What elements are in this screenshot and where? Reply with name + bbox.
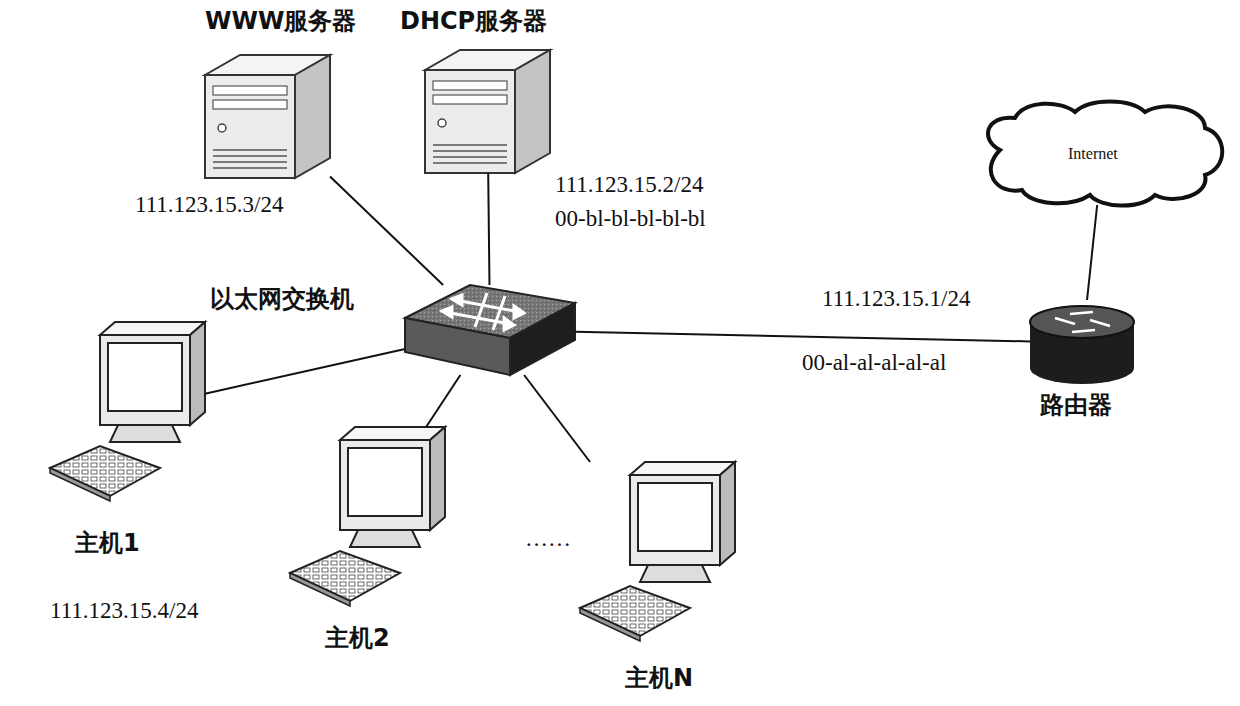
cloud-name: Internet: [1068, 145, 1118, 163]
switch-icon: [405, 285, 575, 375]
dhcp-server: DHCP服务器111.123.15.2/2400-bl-bl-bl-bl-bl: [425, 50, 550, 173]
network-link: [488, 173, 489, 285]
mac-address: 00-al-al-al-al-al: [800, 350, 948, 376]
internet-cloud: [988, 102, 1222, 206]
network-link: [1087, 205, 1097, 300]
www-server: WWW服务器111.123.15.3/24: [205, 55, 330, 178]
host: 主机N: [580, 462, 735, 640]
internet-cloud: Internet: [985, 105, 1220, 205]
host: 主机2: [290, 427, 445, 605]
network-link: [575, 332, 1030, 342]
server-name: DHCP服务器: [400, 8, 547, 36]
dhcp-server-icon: [425, 50, 550, 173]
mac-address: 00-bl-bl-bl-bl-bl: [555, 206, 706, 232]
host: 主机1111.123.15.4/24: [50, 322, 205, 500]
server-name: WWW服务器: [205, 8, 356, 36]
network-link: [524, 375, 590, 462]
network-link: [205, 349, 405, 394]
network-link: [426, 375, 460, 427]
host-name: 主机1: [75, 530, 140, 558]
hostn-icon: [580, 462, 735, 641]
router: 路由器111.123.15.1/2400-al-al-al-al-al: [1030, 300, 1135, 385]
network-link: [330, 176, 443, 285]
ip-address: 111.123.15.3/24: [135, 192, 283, 218]
ip-address: 111.123.15.2/24: [555, 172, 703, 198]
host-name: 主机2: [325, 625, 390, 653]
ethernet-switch: 以太网交换机: [405, 285, 575, 375]
ellipsis-label: ……: [525, 526, 571, 552]
host2-icon: [290, 427, 445, 606]
ip-address: 111.123.15.1/24: [820, 286, 972, 312]
host1-icon: [50, 322, 205, 501]
router-name: 路由器: [1040, 392, 1112, 420]
ip-address: 111.123.15.4/24: [50, 598, 198, 624]
host-name: 主机N: [625, 665, 693, 693]
www-server-icon: [205, 55, 330, 178]
switch-name: 以太网交换机: [210, 286, 354, 314]
router-icon: [1030, 306, 1134, 384]
